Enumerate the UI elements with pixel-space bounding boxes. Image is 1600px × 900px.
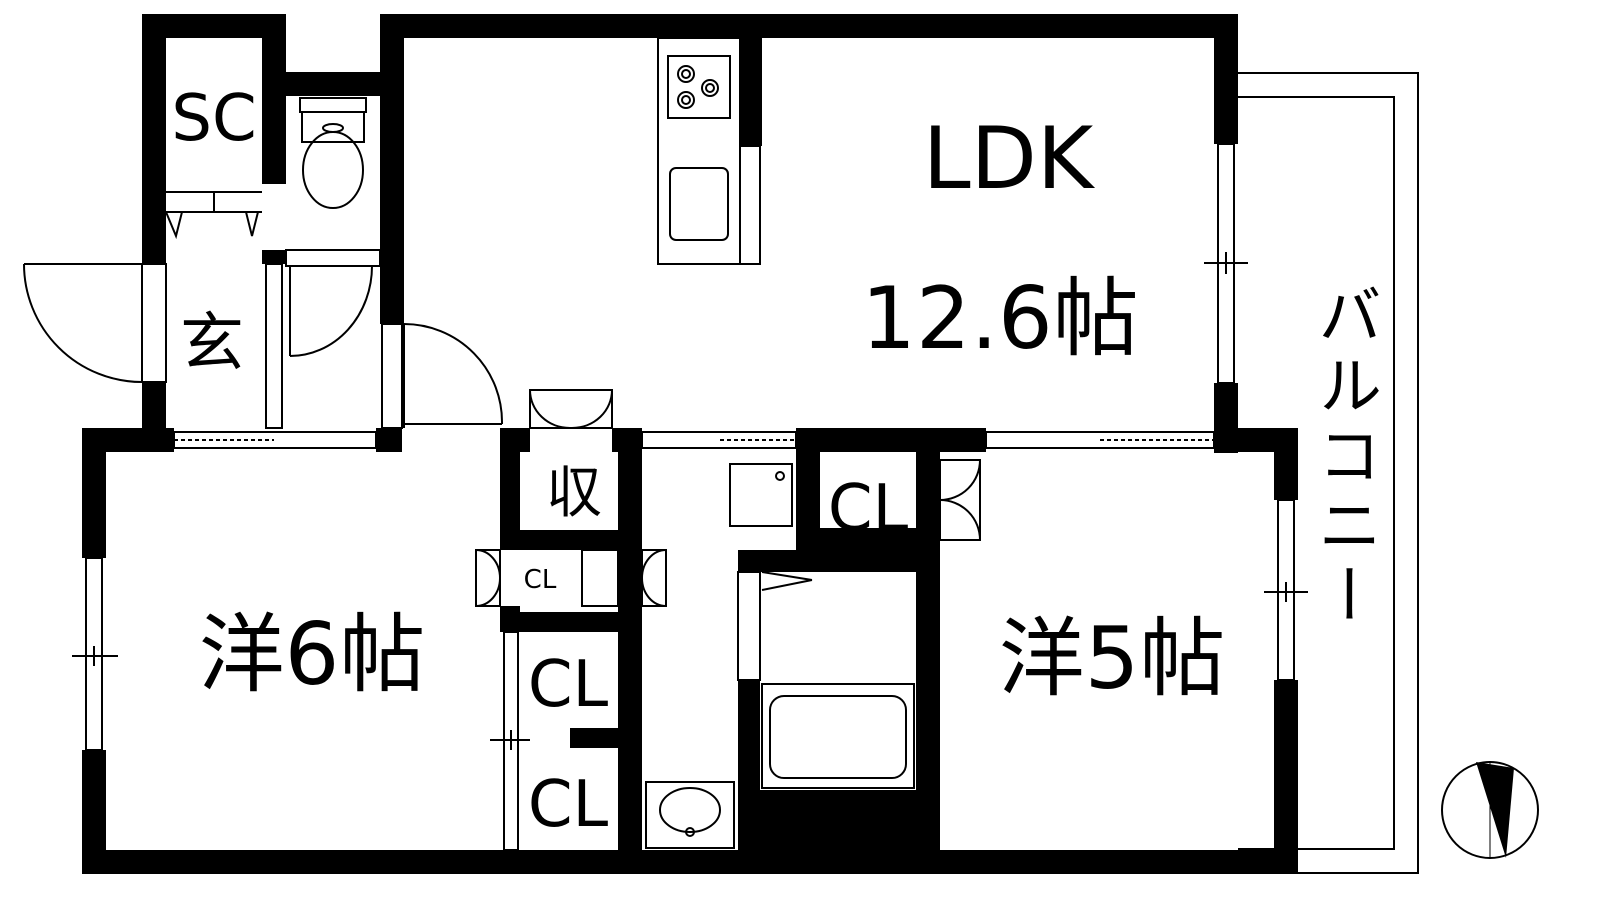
closet-middle-upper-label: CL — [528, 648, 609, 722]
shoe-closet-label: SC — [171, 82, 256, 156]
stove — [657, 37, 741, 265]
compass-icon — [1441, 761, 1539, 859]
washing-machine — [729, 463, 793, 527]
walls — [82, 14, 1298, 874]
closet-small-label: CL — [524, 565, 557, 595]
closet-middle-lower-label: CL — [528, 768, 609, 842]
doors — [23, 211, 981, 607]
ldk-size-label: 12.6帖 — [861, 269, 1138, 369]
western-room-right-label: 洋5帖 — [999, 609, 1226, 709]
entrance-label: 玄 — [180, 307, 244, 381]
windows — [72, 143, 1308, 851]
closet-right-label: CL — [828, 472, 909, 546]
storage-label: 収 — [546, 461, 602, 526]
bathtub — [761, 683, 915, 789]
balcony-label: バルコニー — [1307, 282, 1381, 632]
washbasin — [645, 781, 735, 849]
kitchen-sink — [669, 167, 729, 241]
balcony-outline — [1238, 72, 1419, 874]
ldk-name-label: LDK — [923, 109, 1096, 209]
toilet — [299, 97, 367, 209]
western-room-left-label: 洋6帖 — [199, 605, 426, 705]
